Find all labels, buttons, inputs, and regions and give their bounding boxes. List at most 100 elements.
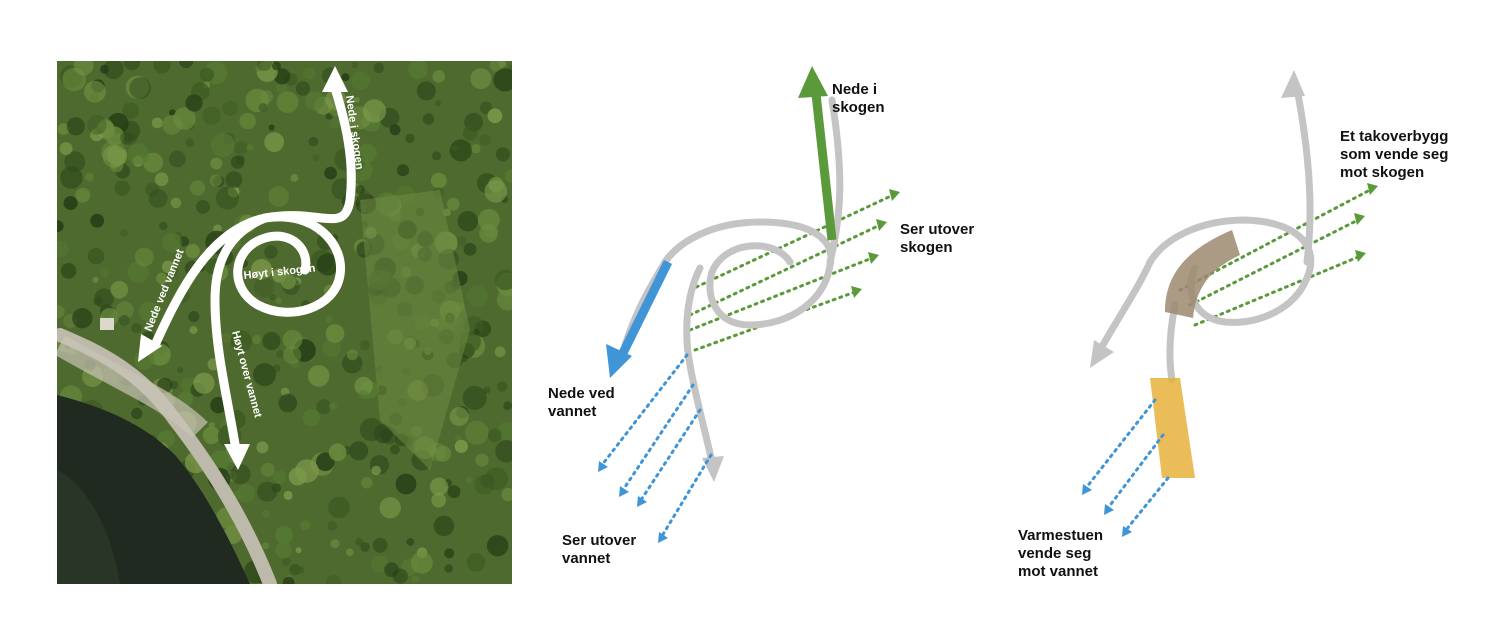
tree-canopy bbox=[251, 334, 262, 345]
tree-canopy bbox=[433, 515, 455, 537]
tree-canopy bbox=[99, 267, 110, 278]
tree-canopy bbox=[251, 259, 272, 280]
tree-canopy bbox=[185, 244, 200, 259]
warm-room-sight-lines bbox=[1084, 398, 1170, 532]
route-to-water bbox=[210, 213, 270, 455]
tree-canopy bbox=[371, 555, 389, 573]
tree-canopy bbox=[462, 385, 487, 410]
tree-canopy bbox=[288, 467, 307, 486]
tree-canopy bbox=[501, 487, 512, 502]
tree-canopy bbox=[78, 319, 87, 328]
small-building bbox=[100, 318, 114, 330]
tree-canopy bbox=[234, 141, 248, 155]
tree-canopy bbox=[302, 409, 321, 427]
tree-canopy bbox=[57, 305, 65, 319]
tree-canopy bbox=[372, 537, 388, 553]
tree-canopy bbox=[119, 315, 130, 326]
tree-canopy bbox=[360, 542, 370, 552]
water-sight-line-1 bbox=[600, 353, 689, 467]
tree-canopy bbox=[504, 169, 512, 183]
tree-canopy bbox=[230, 330, 253, 353]
tree-canopy bbox=[93, 296, 103, 306]
tree-canopy bbox=[122, 102, 139, 119]
tree-canopy bbox=[278, 393, 298, 413]
buildings-path-arrow-up bbox=[1281, 70, 1305, 98]
tree-canopy bbox=[454, 439, 468, 453]
lake-reeds bbox=[57, 470, 120, 584]
tree-canopy bbox=[275, 297, 282, 304]
tree-canopy bbox=[280, 274, 296, 290]
tree-canopy bbox=[328, 496, 350, 519]
tree-canopy bbox=[256, 61, 272, 71]
tree-canopy bbox=[151, 117, 163, 129]
tree-canopy bbox=[457, 211, 478, 232]
tree-canopy bbox=[258, 103, 268, 113]
tree-canopy bbox=[156, 272, 168, 285]
tree-canopy bbox=[434, 445, 452, 462]
tree-canopy bbox=[355, 185, 366, 195]
tree-canopy bbox=[432, 151, 441, 161]
tree-canopy bbox=[196, 200, 210, 214]
tree-canopy bbox=[230, 464, 251, 485]
tree-canopy bbox=[406, 538, 415, 546]
tree-canopy bbox=[268, 124, 275, 131]
tree-canopy bbox=[202, 106, 221, 126]
warm-room bbox=[1150, 378, 1195, 478]
tree-canopy bbox=[268, 186, 290, 207]
tree-canopy bbox=[353, 96, 360, 103]
tree-canopy bbox=[449, 139, 472, 162]
tree-canopy bbox=[325, 315, 334, 324]
tree-canopy bbox=[463, 242, 477, 256]
tree-canopy bbox=[389, 444, 400, 455]
tree-canopy bbox=[85, 172, 94, 182]
tree-canopy bbox=[119, 229, 128, 238]
roof-sight-line-3 bbox=[1193, 255, 1360, 327]
forest-sight-arrow-1 bbox=[889, 189, 900, 201]
tree-canopy bbox=[471, 144, 481, 154]
tree-canopy bbox=[379, 497, 401, 519]
tree-canopy bbox=[346, 548, 354, 556]
tree-canopy bbox=[173, 107, 196, 130]
views-path-forest bbox=[826, 96, 844, 266]
tree-canopy bbox=[123, 61, 141, 71]
tree-canopy bbox=[444, 564, 454, 573]
forest-arrow-shaft bbox=[811, 93, 837, 241]
tree-canopy bbox=[243, 381, 255, 392]
tree-canopy bbox=[446, 197, 460, 211]
tree-canopy bbox=[236, 483, 256, 503]
water-sight-lines bbox=[600, 353, 713, 538]
tree-canopy bbox=[87, 115, 107, 135]
tree-canopy bbox=[225, 171, 243, 189]
tree-canopy bbox=[326, 574, 342, 584]
tree-canopy bbox=[312, 154, 320, 162]
tree-canopy bbox=[103, 61, 124, 80]
tree-canopy bbox=[316, 253, 339, 276]
tree-canopy bbox=[276, 350, 285, 359]
tree-canopy bbox=[188, 311, 200, 323]
tree-canopy bbox=[282, 329, 303, 350]
tree-canopy bbox=[131, 407, 143, 420]
tree-canopy bbox=[470, 68, 492, 90]
aerial-photo-panel: Nede i skogen Høyt i skogen Nede ved van… bbox=[57, 61, 512, 584]
tree-canopy bbox=[127, 143, 150, 165]
water-sight-arrow-4 bbox=[658, 532, 668, 543]
tree-canopy bbox=[90, 213, 105, 228]
tree-canopy bbox=[115, 301, 134, 320]
tree-canopy bbox=[73, 61, 94, 76]
tree-canopy bbox=[466, 553, 486, 572]
water-arrow-shaft bbox=[617, 260, 673, 357]
warm-sight-line-3 bbox=[1124, 476, 1170, 532]
tree-canopy bbox=[162, 232, 182, 253]
tree-canopy bbox=[346, 349, 358, 361]
tree-canopy bbox=[350, 71, 370, 91]
views-path-descent bbox=[683, 264, 716, 466]
tree-canopy bbox=[161, 260, 175, 274]
tree-canopy bbox=[497, 381, 508, 392]
tree-canopy bbox=[435, 100, 441, 107]
tree-canopy bbox=[276, 91, 299, 113]
